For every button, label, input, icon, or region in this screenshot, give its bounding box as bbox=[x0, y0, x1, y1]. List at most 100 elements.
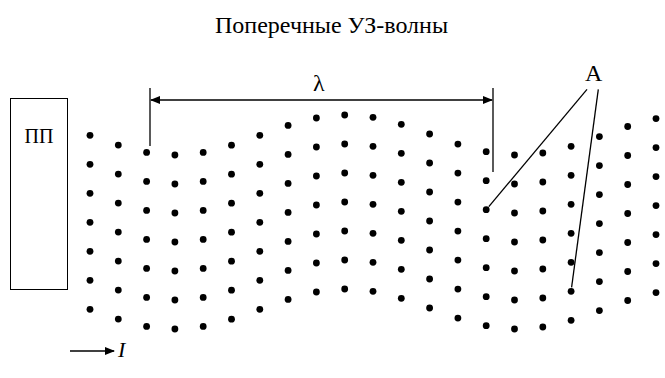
particle-dot bbox=[172, 326, 179, 333]
particle-dot bbox=[568, 172, 575, 179]
particle-dot bbox=[172, 152, 179, 159]
particle-dot bbox=[624, 123, 631, 130]
particle-dot bbox=[426, 131, 433, 138]
particle-dot bbox=[115, 142, 122, 149]
particle-dot bbox=[511, 239, 518, 246]
particle-dot bbox=[426, 276, 433, 283]
particle-dot bbox=[313, 173, 320, 180]
particle-dot bbox=[624, 181, 631, 188]
particle-dot bbox=[511, 210, 518, 217]
particle-dot bbox=[256, 190, 263, 197]
direction-symbol: I bbox=[118, 338, 125, 362]
particle-dot bbox=[398, 150, 405, 157]
particle-dot bbox=[285, 122, 292, 129]
particle-dot bbox=[653, 144, 660, 151]
particle-dot bbox=[172, 239, 179, 246]
particle-dot bbox=[115, 287, 122, 294]
particle-dot bbox=[87, 161, 94, 168]
particle-dot bbox=[426, 189, 433, 196]
particle-dot bbox=[370, 143, 377, 150]
particle-dot bbox=[539, 237, 546, 244]
particle-dot bbox=[596, 249, 603, 256]
particle-dot bbox=[200, 178, 207, 185]
particle-dot bbox=[285, 267, 292, 274]
particle-dot bbox=[115, 200, 122, 207]
particle-dot bbox=[596, 191, 603, 198]
particle-dot bbox=[313, 115, 320, 122]
particle-dot bbox=[172, 297, 179, 304]
particle-dot bbox=[87, 132, 94, 139]
particle-dot bbox=[539, 266, 546, 273]
particle-dot bbox=[256, 219, 263, 226]
particle-dot bbox=[398, 237, 405, 244]
particle-dot bbox=[143, 294, 150, 301]
particle-dot bbox=[313, 231, 320, 238]
particle-dot bbox=[483, 177, 490, 184]
particle-dot bbox=[398, 179, 405, 186]
particle-dot bbox=[228, 229, 235, 236]
particle-dot bbox=[285, 296, 292, 303]
particle-dot bbox=[200, 294, 207, 301]
particle-dot bbox=[398, 121, 405, 128]
particle-dot bbox=[483, 293, 490, 300]
wavelength-symbol: λ bbox=[313, 70, 325, 96]
particle-dot bbox=[200, 207, 207, 214]
particle-dot bbox=[370, 230, 377, 237]
particle-grid bbox=[87, 112, 660, 333]
particle-dot bbox=[228, 200, 235, 207]
particle-dot bbox=[455, 199, 462, 206]
particle-dot bbox=[511, 268, 518, 275]
particle-dot bbox=[624, 239, 631, 246]
particle-dot bbox=[653, 202, 660, 209]
particle-dot bbox=[426, 247, 433, 254]
particle-dot bbox=[483, 235, 490, 242]
particle-dot bbox=[256, 248, 263, 255]
particle-dot bbox=[313, 289, 320, 296]
particle-dot bbox=[143, 178, 150, 185]
particle-dot bbox=[115, 258, 122, 265]
particle-dot bbox=[87, 190, 94, 197]
particle-dot bbox=[313, 260, 320, 267]
particle-dot bbox=[539, 179, 546, 186]
particle-dot bbox=[87, 248, 94, 255]
particle-dot bbox=[341, 228, 348, 235]
box-label: ПП bbox=[11, 99, 67, 147]
leader-lines bbox=[489, 89, 599, 287]
particle-dot bbox=[200, 149, 207, 156]
particle-dot bbox=[653, 289, 660, 296]
particle-dot bbox=[568, 201, 575, 208]
particle-dot bbox=[256, 132, 263, 139]
callout-letter: A bbox=[585, 60, 602, 86]
particle-dot bbox=[539, 324, 546, 331]
particle-dot bbox=[568, 143, 575, 150]
transducer-box: ПП bbox=[10, 98, 68, 290]
particle-dot bbox=[200, 265, 207, 272]
particle-dot bbox=[285, 151, 292, 158]
particle-dot bbox=[483, 148, 490, 155]
particle-dot bbox=[455, 315, 462, 322]
particle-dot bbox=[313, 202, 320, 209]
particle-dot bbox=[624, 297, 631, 304]
particle-dot bbox=[624, 268, 631, 275]
particle-dot bbox=[341, 112, 348, 119]
particle-dot bbox=[653, 231, 660, 238]
particle-dot bbox=[511, 326, 518, 333]
particle-dot bbox=[115, 171, 122, 178]
particle-dot bbox=[341, 199, 348, 206]
particle-dot bbox=[596, 162, 603, 169]
particle-dot bbox=[596, 278, 603, 285]
title: Поперечные УЗ-волны bbox=[215, 12, 448, 38]
particle-dot bbox=[370, 114, 377, 121]
particle-dot bbox=[511, 181, 518, 188]
particle-dot bbox=[143, 265, 150, 272]
particle-dot bbox=[539, 295, 546, 302]
particle-dot bbox=[143, 149, 150, 156]
particle-dot bbox=[426, 160, 433, 167]
particle-dot bbox=[228, 142, 235, 149]
leader-line bbox=[489, 89, 587, 206]
particle-dot bbox=[568, 259, 575, 266]
particle-dot bbox=[455, 228, 462, 235]
particle-dot bbox=[256, 277, 263, 284]
particle-dot bbox=[285, 180, 292, 187]
